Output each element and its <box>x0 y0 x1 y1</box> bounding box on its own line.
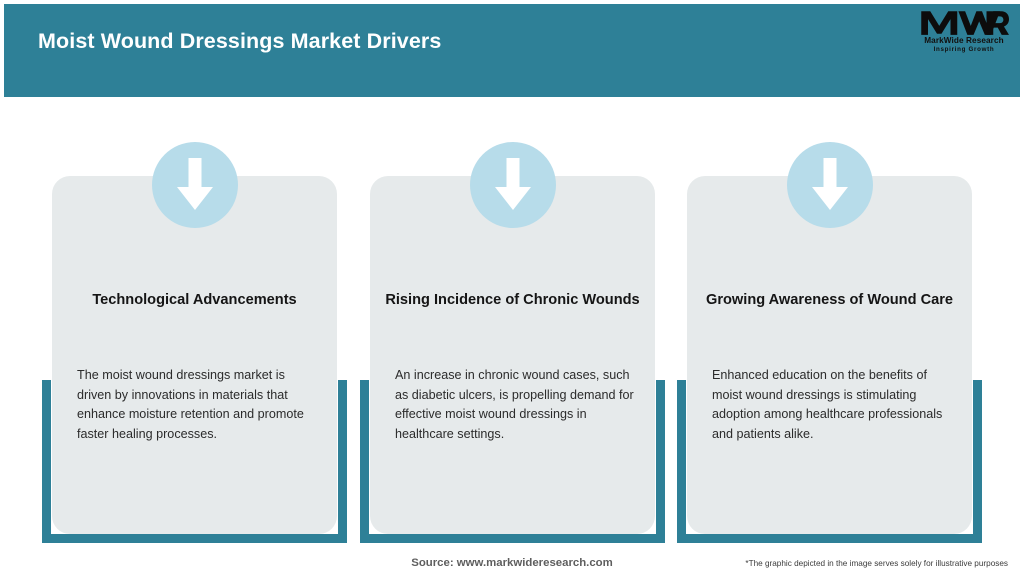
source-note: Source: www.markwideresearch.com <box>411 557 613 569</box>
driver-card-2[interactable]: Rising Incidence of Chronic Wounds An in… <box>360 142 665 546</box>
down-arrow-icon <box>176 158 213 210</box>
card-body: An increase in chronic wound cases, such… <box>395 368 634 441</box>
card-bracket <box>677 380 982 543</box>
disclaimer-note: *The graphic depicted in the image serve… <box>745 559 1008 568</box>
driver-card-3[interactable]: Growing Awareness of Wound Care Enhanced… <box>677 142 982 546</box>
card-bracket <box>42 380 347 543</box>
header-bar <box>4 4 1020 97</box>
mwr-logo-icon <box>921 11 1009 35</box>
card-body: The moist wound dressings market is driv… <box>77 368 304 441</box>
card-title: Growing Awareness of Wound Care <box>705 292 954 308</box>
card-title: Rising Incidence of Chronic Wounds <box>385 292 640 308</box>
card-body: Enhanced education on the benefits of mo… <box>712 368 943 441</box>
logo-tagline: Inspiring Growth <box>933 46 995 53</box>
card-title: Technological Advancements <box>92 292 297 308</box>
card-panel: Technological Advancements The moist wou… <box>52 176 337 534</box>
driver-card-1[interactable]: Technological Advancements The moist wou… <box>42 142 347 546</box>
down-arrow-icon <box>494 158 531 210</box>
logo-company-name: MarkWide Research <box>924 36 1004 45</box>
card-panel: Rising Incidence of Chronic Wounds An in… <box>370 176 655 534</box>
card-bracket <box>360 380 665 543</box>
down-arrow-icon <box>811 158 848 210</box>
page-title: Moist Wound Dressings Market Drivers <box>38 29 442 53</box>
brand-logo: MarkWide Research Inspiring Growth <box>918 9 1010 55</box>
card-panel: Growing Awareness of Wound Care Enhanced… <box>687 176 972 534</box>
